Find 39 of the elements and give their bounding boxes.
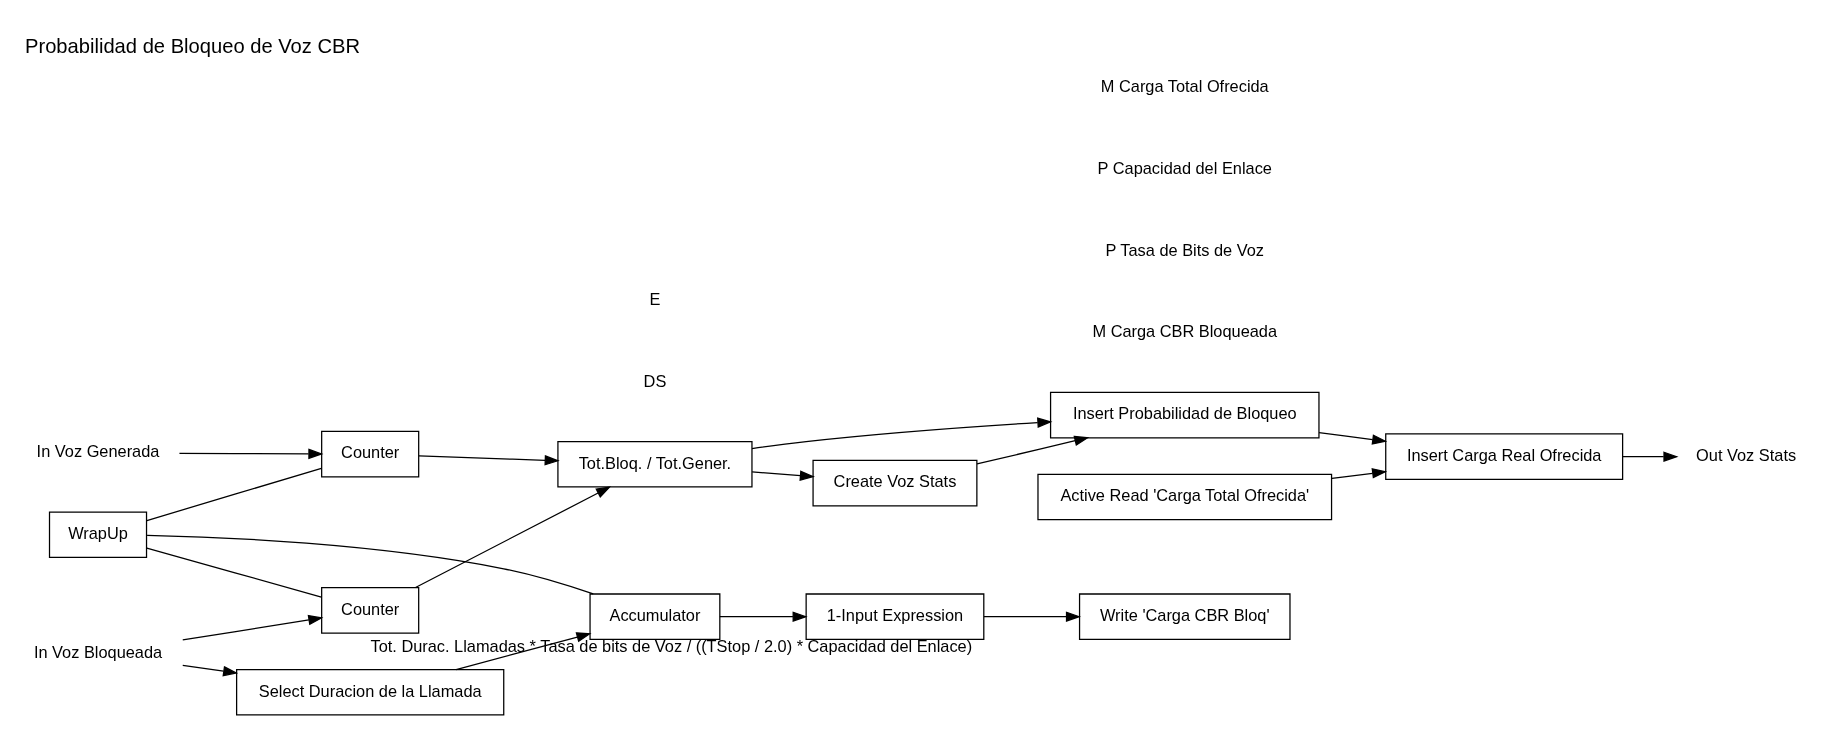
node-box: Tot.Bloq. / Tot.Gener. xyxy=(557,440,753,488)
label: M Carga CBR Bloqueada xyxy=(1092,321,1278,340)
node-box: Active Read 'Carga Total Ofrecida' xyxy=(1037,473,1333,520)
node-box: Select Duracion de la Llamada xyxy=(236,668,505,716)
connector xyxy=(146,534,594,595)
arrow xyxy=(976,435,1090,465)
label: M Carga Total Ofrecida xyxy=(1100,76,1269,95)
arrow xyxy=(182,614,324,641)
node-box: Counter xyxy=(321,586,420,634)
node-text: Out Voz Stats xyxy=(1696,445,1797,464)
arrow xyxy=(414,485,612,588)
arrow xyxy=(1331,467,1388,479)
arrow xyxy=(751,469,815,481)
arrow xyxy=(418,454,560,466)
diagram-title: Probabilidad de Bloqueo de Voz CBR xyxy=(24,34,361,57)
node-box: WrapUp xyxy=(48,510,148,558)
label: P Tasa de Bits de Voz xyxy=(1105,240,1265,259)
arrow xyxy=(455,631,592,670)
label: DS xyxy=(643,371,667,390)
node-box: Create Voz Stats xyxy=(812,459,978,506)
node-box: Insert Probabilidad de Bloqueo xyxy=(1049,391,1320,438)
label: P Capacidad del Enlace xyxy=(1097,158,1272,177)
arrow xyxy=(1318,431,1388,445)
arrow xyxy=(719,610,808,622)
node-box: Accumulator xyxy=(589,592,721,640)
node-box: Counter xyxy=(321,430,420,477)
arrow xyxy=(751,416,1053,449)
arrow xyxy=(1622,450,1679,462)
node-text: In Voz Generada xyxy=(36,441,160,460)
node-box: Insert Carga Real Ofrecida xyxy=(1385,432,1624,480)
arrow xyxy=(178,448,324,459)
arrow xyxy=(182,664,239,676)
node-text: In Voz Bloqueada xyxy=(33,642,163,660)
node-box: Write 'Carga CBR Bloq' xyxy=(1078,592,1291,640)
node-box: 1-Input Expression xyxy=(805,592,985,640)
arrow xyxy=(983,610,1082,622)
connector xyxy=(146,547,322,598)
label: E xyxy=(649,289,661,308)
connector xyxy=(146,467,322,521)
